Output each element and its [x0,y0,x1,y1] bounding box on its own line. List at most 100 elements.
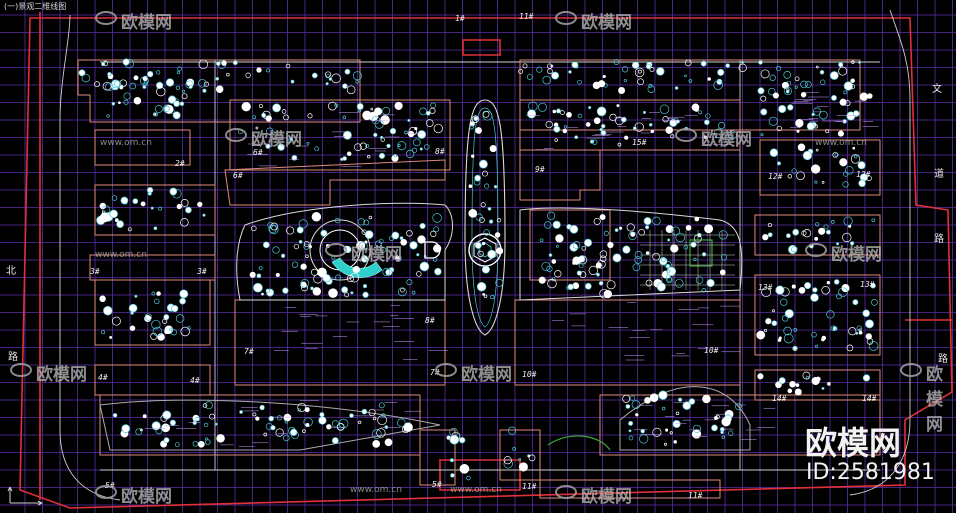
tree-icon [721,417,731,427]
tree-icon [551,71,560,80]
tree-icon [419,107,427,116]
site-boundary [19,12,953,509]
tree-icon [216,434,225,443]
tree-icon [253,282,263,293]
tree-icon [226,72,230,77]
watermark-brand: 欧模网 [581,487,632,507]
tree-icon [406,279,413,286]
tree-icon [548,253,553,257]
tree-icon [386,143,391,149]
tree-icon [358,109,362,113]
tree-icon [619,226,623,230]
tree-icon [758,60,763,65]
tree-icon [693,234,702,243]
tree-icon [272,246,280,254]
tree-icon [541,261,551,271]
tree-icon [665,263,670,269]
tree-icon [429,107,436,114]
tree-icon [425,119,434,127]
tree-icon [158,206,163,211]
tree-icon [704,119,710,126]
tree-icon [291,154,298,161]
tree-icon [823,224,829,230]
tree-icon [371,429,382,439]
tree-icon [554,138,558,142]
tree-icon [192,440,199,447]
tree-icon [357,218,365,226]
tree-icon [188,84,193,89]
tree-icon [648,83,653,88]
tree-icon [865,333,872,340]
tree-icon [261,112,267,118]
tree-icon [659,104,670,115]
tree-icon [335,274,341,281]
tree-icon [262,241,270,249]
tree-icon [842,119,847,124]
tree-icon [417,235,426,244]
tree-icon [536,66,543,73]
tree-icon [566,111,572,118]
tree-icon [419,222,426,230]
tree-icon [821,181,825,184]
tree-icon [81,73,91,83]
tree-icon [496,218,502,223]
tree-icon [634,256,642,264]
tree-icon [169,327,173,331]
tree-icon [111,316,121,326]
tree-icon [142,414,147,419]
tree-icon [556,244,559,248]
tree-icon [265,288,270,293]
tree-icon [169,419,176,426]
building-label-6-mid: 6# [233,171,243,180]
tree-icon [133,96,142,105]
tree-icon [430,230,437,238]
tree-icon [483,294,488,299]
tree-icon [640,428,645,434]
tree-icon [666,274,671,279]
tree-icon [99,295,106,303]
tree-icon [283,413,292,422]
tree-icon [280,253,286,258]
tree-icon [644,397,651,404]
tree-icon [346,274,355,283]
tree-icon [303,241,310,248]
building-label-12-left: 12# [768,172,783,181]
tree-icon [772,92,779,99]
tree-icon [852,146,856,150]
drawing-title: (一)景观二维线图 [4,2,67,11]
tree-icon [101,330,106,335]
tree-icon [468,184,473,189]
tree-icon [121,424,131,433]
tree-icon [401,425,410,434]
tree-icon [284,420,288,424]
tree-icon [382,268,391,276]
tree-icon [826,281,830,285]
tree-icon [306,141,310,145]
tree-icon [482,110,490,118]
tree-icon [272,103,282,113]
tree-icon [866,175,872,181]
tree-icon [372,416,377,421]
tree-icon [623,78,627,83]
tree-icon [459,463,470,474]
tree-icon [656,282,666,292]
tree-icon [661,406,666,411]
tree-icon [303,243,310,250]
tree-icon [370,107,374,111]
tree-icon [483,229,490,236]
tree-icon [214,422,218,426]
tree-icon [831,94,837,101]
tree-icon [101,205,111,214]
building-footprints [77,59,881,499]
building-label-7-mid: 7# [430,368,440,377]
tree-icon [547,211,556,220]
tree-icon [503,459,513,469]
tree-icon [775,65,782,71]
tree-icon [702,394,711,404]
tree-icon [432,213,442,223]
tree-icon [720,430,724,435]
tree-icon [858,179,866,188]
watermark-logo-icon [435,363,457,377]
tree-icon [528,101,538,112]
